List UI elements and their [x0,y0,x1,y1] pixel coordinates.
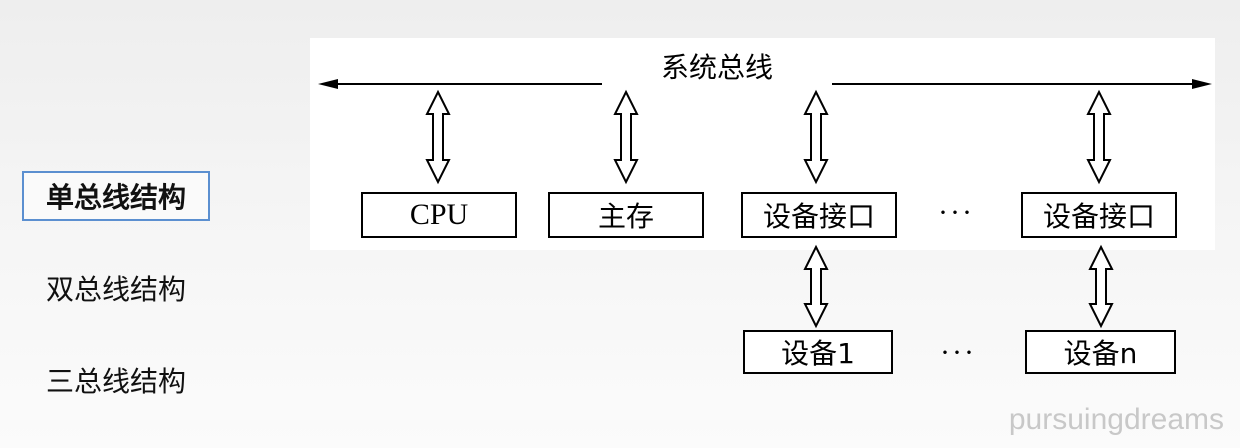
watermark: pursuingdreams [1008,403,1224,436]
system-bus-label: 系统总线 [602,46,832,86]
arrow-bus-interface-n [1086,89,1112,185]
devices-ellipsis: ··· [940,336,976,369]
arrow-interface-devicen [1088,244,1114,329]
arrow-interface-device1 [803,244,829,329]
device-1: 设备1 [743,330,893,374]
arrow-bus-interface [803,89,829,185]
arrow-bus-memory [613,89,639,185]
arrow-bus-cpu [425,89,451,185]
nav-item-triple-bus[interactable]: 三总线结构 [45,365,186,398]
nav-item-single-bus[interactable]: 单总线结构 [22,171,210,221]
unit-device-interface-n: 设备接口 [1021,192,1177,238]
unit-main-memory: 主存 [548,192,704,238]
device-n: 设备n [1025,330,1176,374]
units-ellipsis: ··· [938,196,974,229]
unit-device-interface: 设备接口 [741,192,897,238]
nav-item-dual-bus[interactable]: 双总线结构 [45,273,186,306]
unit-cpu: CPU [361,192,517,238]
bus-connection-arrows [425,89,1114,329]
